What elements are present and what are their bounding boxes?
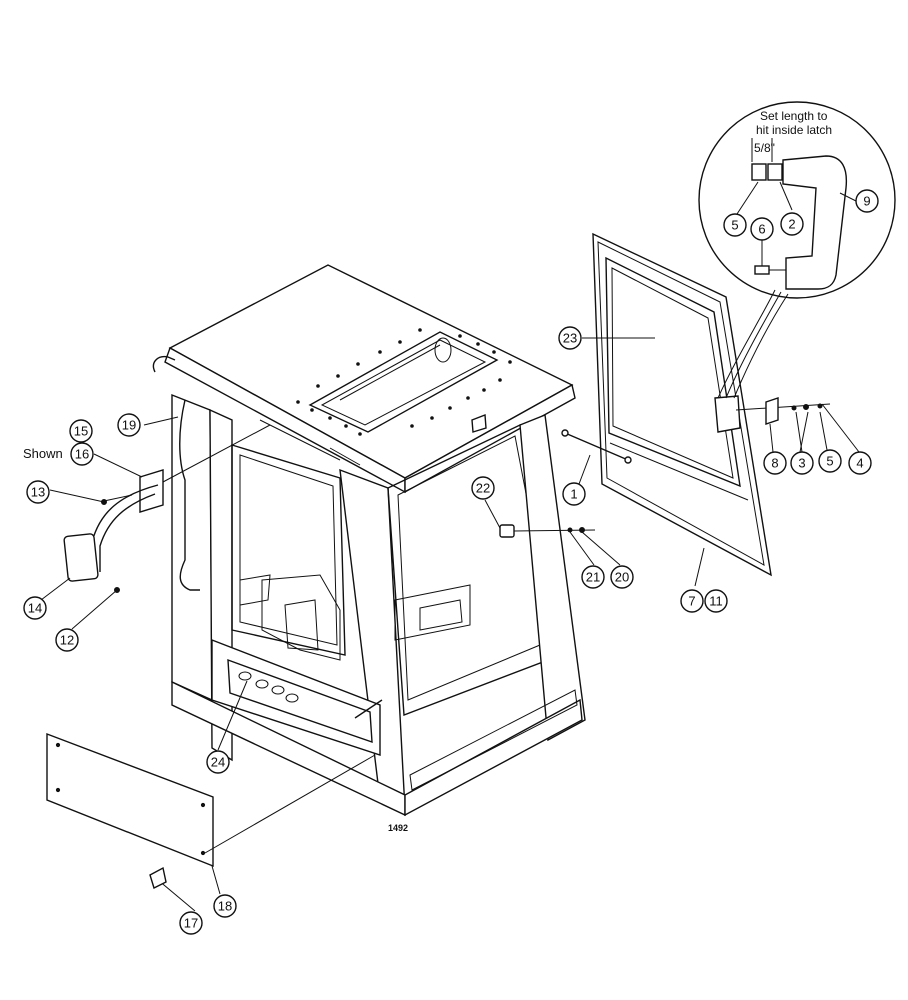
vent-holes — [238, 671, 299, 703]
svg-text:12: 12 — [60, 633, 74, 648]
svg-text:9: 9 — [863, 194, 870, 209]
callout-4: 4 — [848, 451, 872, 475]
svg-text:6: 6 — [758, 222, 765, 237]
svg-text:2: 2 — [788, 217, 795, 232]
svg-text:20: 20 — [615, 570, 629, 585]
callout-23: 23 — [558, 326, 582, 350]
svg-text:21: 21 — [586, 570, 600, 585]
svg-text:4: 4 — [856, 456, 863, 471]
shown-label: Shown — [23, 446, 63, 461]
callout-19: 19 — [117, 413, 141, 437]
callout-14: 14 — [23, 596, 47, 620]
mirror-assembly — [63, 424, 271, 593]
svg-text:3: 3 — [798, 456, 805, 471]
callout-18: 18 — [213, 894, 237, 918]
svg-text:8: 8 — [771, 456, 778, 471]
drawing-number: 1492 — [388, 823, 408, 833]
svg-text:5: 5 — [826, 454, 833, 469]
callout-5b: 5 — [818, 449, 842, 473]
svg-text:17: 17 — [184, 916, 198, 931]
callout-8: 8 — [763, 451, 787, 475]
callout-24: 24 — [206, 750, 230, 774]
svg-text:23: 23 — [563, 331, 577, 346]
callout-11: 11 — [704, 589, 728, 613]
door-assembly — [499, 232, 831, 577]
cab-body — [152, 264, 586, 817]
callout-1: 1 — [562, 482, 586, 506]
svg-text:16: 16 — [75, 447, 89, 462]
fastener-17 — [149, 866, 167, 889]
svg-text:1: 1 — [570, 487, 577, 502]
rear-panel — [46, 732, 376, 868]
callout-20: 20 — [610, 565, 634, 589]
callout-2: 2 — [780, 212, 804, 236]
callout-5a: 5 — [723, 213, 747, 237]
callout-6: 6 — [750, 217, 774, 241]
callout-12: 12 — [55, 628, 79, 652]
latch-detail: Set length to hit inside latch 5/8" — [698, 101, 896, 299]
detail-note-line2: hit inside latch — [756, 123, 832, 137]
svg-text:14: 14 — [28, 601, 42, 616]
svg-text:24: 24 — [211, 755, 225, 770]
callout-9: 9 — [855, 189, 879, 213]
svg-text:22: 22 — [476, 481, 490, 496]
callout-17: 17 — [179, 911, 203, 935]
detail-dimension: 5/8" — [754, 141, 775, 155]
callout-21: 21 — [581, 565, 605, 589]
detail-note-line1: Set length to — [760, 109, 828, 123]
callout-7: 7 — [680, 589, 704, 613]
roof-bolts — [296, 328, 512, 436]
callout-15: 15 — [69, 419, 93, 443]
callout-22: 22 — [471, 476, 495, 500]
svg-text:5: 5 — [731, 218, 738, 233]
callout-3: 3 — [790, 451, 814, 475]
callout-13: 13 — [26, 480, 50, 504]
callout-16: 16 — [70, 442, 94, 466]
svg-text:18: 18 — [218, 899, 232, 914]
callout-leaders — [40, 181, 860, 912]
svg-text:13: 13 — [31, 485, 45, 500]
svg-text:19: 19 — [122, 418, 136, 433]
svg-text:15: 15 — [74, 424, 88, 439]
svg-text:11: 11 — [709, 594, 723, 609]
svg-text:7: 7 — [688, 594, 695, 609]
